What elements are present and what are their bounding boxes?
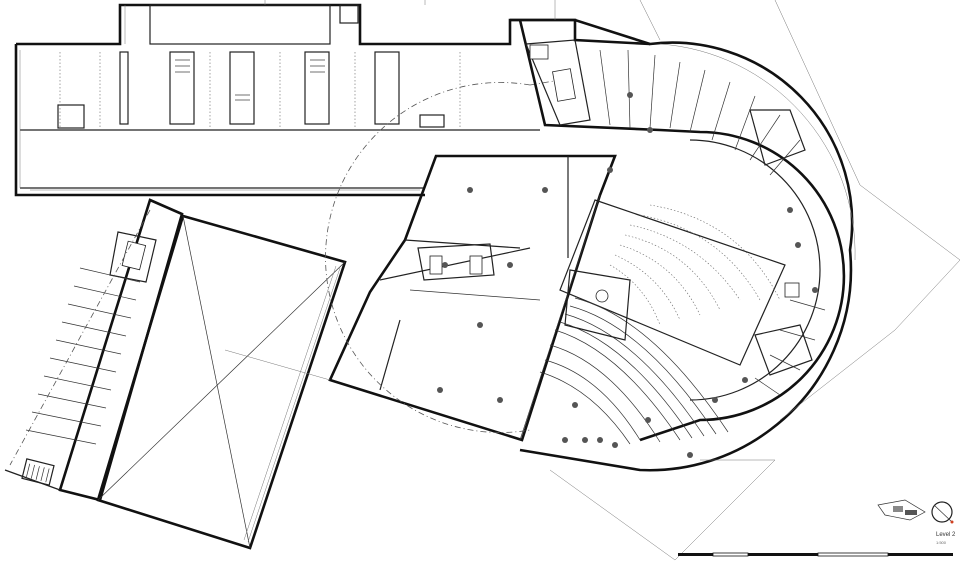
arc-guide — [325, 82, 531, 433]
scale-bar — [678, 552, 953, 557]
site-lines — [264, 0, 960, 561]
north-arrow-icon — [931, 501, 954, 524]
level-scale: 1:500 — [936, 540, 947, 545]
west-wing — [4, 198, 184, 502]
key-plan-icon — [877, 499, 926, 521]
west-rooms — [25, 267, 141, 445]
north-wing — [14, 3, 651, 197]
columns — [437, 92, 818, 458]
auditorium-seating — [539, 199, 786, 445]
wing-cores — [57, 51, 445, 129]
large-hall — [96, 214, 347, 550]
stair-icon — [21, 458, 55, 486]
central-block — [224, 154, 617, 442]
level-title: Level 2 — [936, 532, 956, 538]
east-ring — [510, 18, 856, 472]
